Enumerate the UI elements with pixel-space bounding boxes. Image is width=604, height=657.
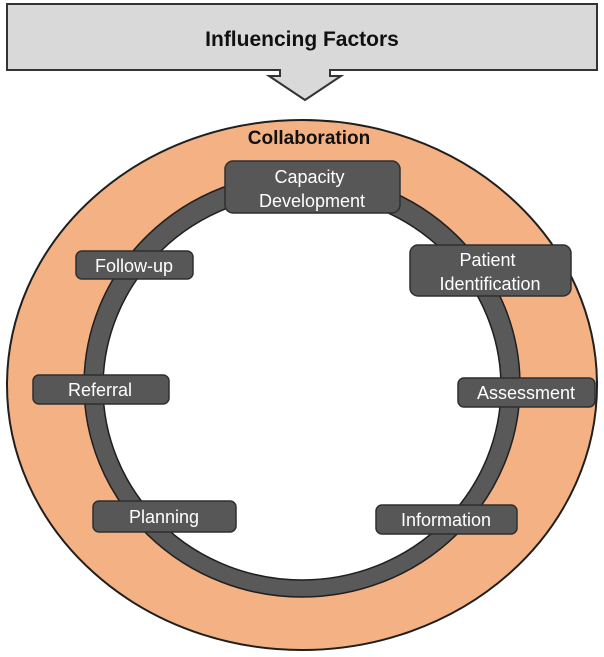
step-referral-label: Referral	[68, 380, 132, 400]
step-patient-identification-label: Patient Identification	[439, 250, 540, 294]
banner-title: Influencing Factors	[205, 28, 399, 51]
step-patient-identification-line1: Patient	[459, 250, 515, 270]
step-capacity-development-line2: Development	[259, 191, 365, 211]
step-information: Information	[375, 504, 518, 535]
banner-arrow-shape	[6, 3, 598, 102]
step-information-label: Information	[401, 510, 491, 530]
step-referral: Referral	[32, 374, 170, 405]
step-assessment-label: Assessment	[477, 383, 575, 403]
step-patient-identification: Patient Identification	[409, 244, 572, 297]
collaboration-label: Collaboration	[248, 128, 370, 149]
step-follow-up: Follow-up	[75, 250, 194, 280]
influencing-factors-banner: Influencing Factors	[6, 3, 598, 102]
step-capacity-development-line1: Capacity	[274, 167, 344, 187]
step-planning: Planning	[92, 500, 237, 533]
step-assessment: Assessment	[457, 377, 596, 408]
step-planning-label: Planning	[129, 507, 199, 527]
step-capacity-development: Capacity Development	[224, 160, 401, 214]
step-follow-up-label: Follow-up	[95, 256, 173, 276]
step-capacity-development-label: Capacity Development	[259, 167, 365, 211]
step-patient-identification-line2: Identification	[439, 274, 540, 294]
